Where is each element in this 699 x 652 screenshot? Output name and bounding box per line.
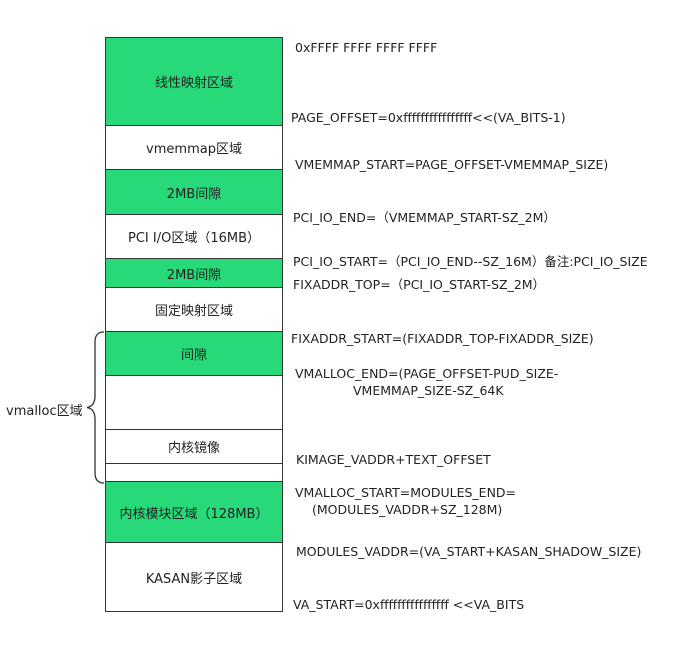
address-line: VMALLOC_START=MODULES_END= (295, 485, 517, 500)
address-page-offset: PAGE_OFFSET=0xffffffffffffffff<<(VA_BITS… (291, 109, 566, 126)
address-line: VMEMMAP_START=PAGE_OFFSET-VMEMMAP_SIZE) (295, 157, 609, 172)
address-line: VMEMMAP_SIZE-SZ_64K (353, 383, 504, 398)
region-vmalloc-tail (106, 464, 282, 482)
region-gap-2mb-upper: 2MB间隙 (106, 170, 282, 215)
region-linear-map: 线性映射区域 (106, 38, 282, 126)
region-label: 内核模块区域（128MB） (119, 506, 269, 522)
address-fixaddr-top: FIXADDR_TOP=（PCI_IO_START-SZ_2M） (293, 276, 545, 293)
address-line: MODULES_VADDR=(VA_START+KASAN_SHADOW_SIZ… (296, 544, 642, 559)
region-label: 线性映射区域 (154, 76, 233, 91)
memory-layout-stack: 线性映射区域 vmemmap区域 2MB间隙 PCI I/O区域（16MB） 2… (105, 37, 283, 612)
region-label: 2MB间隙 (166, 186, 222, 202)
address-line: VA_START=0xffffffffffffffff <<VA_BITS (293, 597, 525, 612)
region-label: 2MB间隙 (166, 267, 222, 283)
address-line: PAGE_OFFSET=0xffffffffffffffff<<(VA_BITS… (291, 110, 566, 125)
region-label: 固定映射区域 (154, 304, 233, 319)
address-line: (MODULES_VADDR+SZ_128M) (312, 502, 503, 517)
region-label: vmemmap区域 (146, 142, 242, 157)
address-vmalloc-start: VMALLOC_START=MODULES_END= (MODULES_VADDR… (295, 484, 516, 518)
address-fixaddr-start: FIXADDR_START=(FIXADDR_TOP-FIXADDR_SIZE) (291, 330, 594, 347)
address-line: FIXADDR_START=(FIXADDR_TOP-FIXADDR_SIZE) (291, 331, 594, 346)
address-va-start: VA_START=0xffffffffffffffff <<VA_BITS (293, 596, 524, 613)
address-line: PCI_IO_START=（PCI_IO_END--SZ_16M）备注:PCI_… (293, 254, 648, 269)
address-top: 0xFFFF FFFF FFFF FFFF (295, 39, 437, 56)
region-kernel-image: 内核镜像 (106, 430, 282, 464)
address-vmalloc-end: VMALLOC_END=(PAGE_OFFSET-PUD_SIZE- VMEMMA… (295, 365, 558, 399)
region-gap-2mb-lower: 2MB间隙 (106, 259, 282, 288)
region-label: 间隙 (180, 348, 207, 363)
address-line: KIMAGE_VADDR+TEXT_OFFSET (296, 452, 491, 467)
region-vmemmap: vmemmap区域 (106, 126, 282, 170)
address-line: 0xFFFF FFFF FFFF FFFF (295, 40, 438, 55)
region-label: KASAN影子区域 (145, 571, 243, 587)
address-kimage-vaddr: KIMAGE_VADDR+TEXT_OFFSET (296, 451, 491, 468)
vmalloc-brace (86, 331, 105, 484)
address-modules-vaddr: MODULES_VADDR=(VA_START+KASAN_SHADOW_SIZ… (296, 543, 641, 560)
region-pci-io: PCI I/O区域（16MB） (106, 215, 282, 259)
address-vmemmap-start: VMEMMAP_START=PAGE_OFFSET-VMEMMAP_SIZE) (295, 156, 608, 173)
address-line: PCI_IO_END=（VMEMMAP_START-SZ_2M） (293, 210, 556, 225)
address-line: VMALLOC_END=(PAGE_OFFSET-PUD_SIZE- (295, 366, 559, 381)
region-vmalloc-space (106, 376, 282, 430)
region-gap: 间隙 (106, 332, 282, 376)
address-line: FIXADDR_TOP=（PCI_IO_START-SZ_2M） (293, 277, 546, 292)
region-kasan-shadow: KASAN影子区域 (106, 543, 282, 611)
vmalloc-region-label: vmalloc区域 (6, 404, 83, 419)
region-fixmap: 固定映射区域 (106, 288, 282, 332)
address-pci-io-end: PCI_IO_END=（VMEMMAP_START-SZ_2M） (293, 209, 556, 226)
address-pci-io-start: PCI_IO_START=（PCI_IO_END--SZ_16M）备注:PCI_… (293, 253, 648, 270)
region-label: PCI I/O区域（16MB） (127, 231, 260, 246)
region-label: 内核镜像 (167, 441, 220, 456)
region-kernel-modules: 内核模块区域（128MB） (106, 482, 282, 543)
